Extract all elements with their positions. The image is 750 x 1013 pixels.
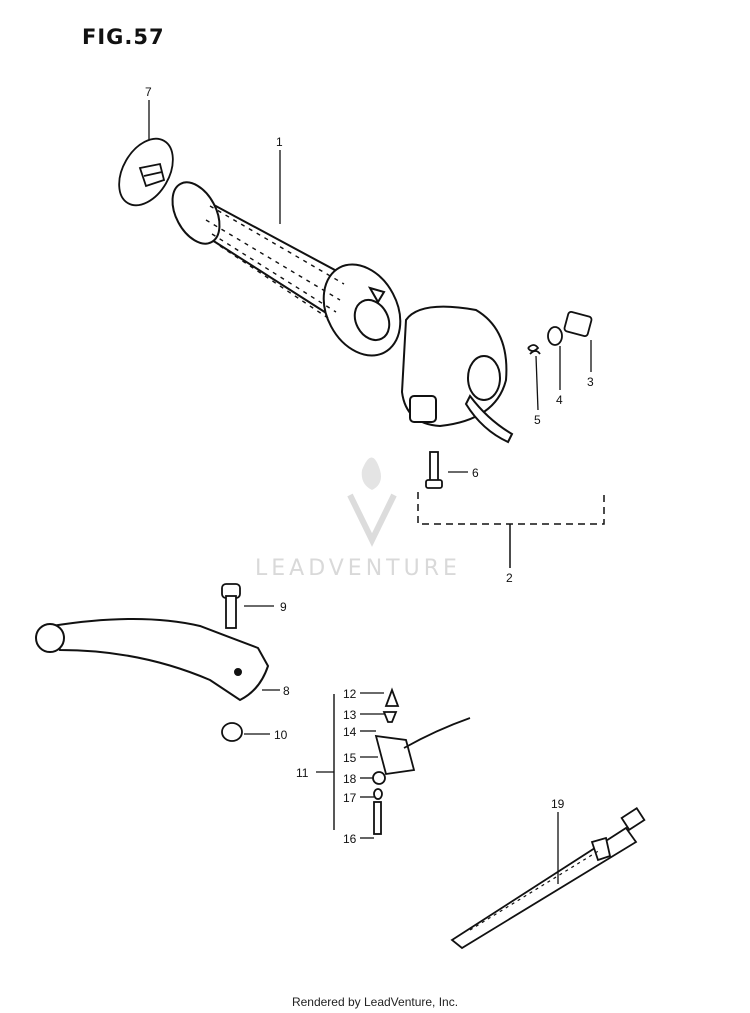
bushing-part-3 bbox=[563, 311, 593, 337]
nut-part-4 bbox=[547, 326, 563, 346]
callout-2: 2 bbox=[506, 571, 513, 585]
handlebar-grip bbox=[171, 181, 402, 357]
hardware-parts bbox=[527, 311, 593, 355]
throttle-housing bbox=[400, 305, 514, 444]
callout-13: 13 bbox=[343, 708, 357, 722]
callout-15: 15 bbox=[343, 751, 357, 765]
spring-part-5 bbox=[527, 344, 541, 355]
callout-1: 1 bbox=[276, 135, 283, 149]
callout-12: 12 bbox=[343, 687, 357, 701]
callout-6: 6 bbox=[472, 466, 479, 480]
footer-credit: Rendered by LeadVenture, Inc. bbox=[291, 995, 459, 1009]
nut-part-10 bbox=[221, 722, 243, 742]
callout-7: 7 bbox=[145, 85, 152, 99]
callout-16: 16 bbox=[343, 832, 357, 846]
watermark-text: LEADVENTURE bbox=[255, 556, 461, 581]
callout-labels: 7 1 3 4 5 6 2 9 8 10 11 12 13 14 15 18 1… bbox=[145, 85, 594, 846]
callout-17: 17 bbox=[343, 791, 357, 805]
callout-11: 11 bbox=[296, 766, 309, 780]
brake-switch-assembly bbox=[333, 687, 471, 835]
callout-5: 5 bbox=[534, 413, 541, 427]
screw-part-16 bbox=[373, 801, 382, 835]
switch-body-part-15 bbox=[374, 734, 416, 776]
callout-14: 14 bbox=[343, 725, 357, 739]
spring-part-13 bbox=[382, 711, 398, 723]
callout-3: 3 bbox=[587, 375, 594, 389]
figure-title: FIG.57 bbox=[82, 25, 165, 49]
callout-19: 19 bbox=[551, 797, 565, 811]
cap-part-12 bbox=[384, 687, 400, 707]
leader-lines bbox=[148, 100, 592, 884]
cable-tie-part-19 bbox=[450, 806, 646, 950]
washer-part-17 bbox=[373, 788, 383, 800]
grip-end-cap bbox=[118, 137, 174, 207]
callout-10: 10 bbox=[274, 728, 288, 742]
assembly-bracket-2 bbox=[417, 490, 605, 525]
leadventure-watermark: LEADVENTURE bbox=[255, 457, 461, 581]
brake-lever-part-8 bbox=[35, 618, 270, 702]
callout-4: 4 bbox=[556, 393, 563, 407]
screw-part-6 bbox=[425, 451, 443, 489]
washer-part-18 bbox=[372, 771, 386, 785]
callout-9: 9 bbox=[280, 600, 287, 614]
pivot-bolt-part-9 bbox=[221, 583, 241, 629]
callout-18: 18 bbox=[343, 772, 357, 786]
leadventure-logo-icon bbox=[347, 457, 397, 547]
callout-8: 8 bbox=[283, 684, 290, 698]
